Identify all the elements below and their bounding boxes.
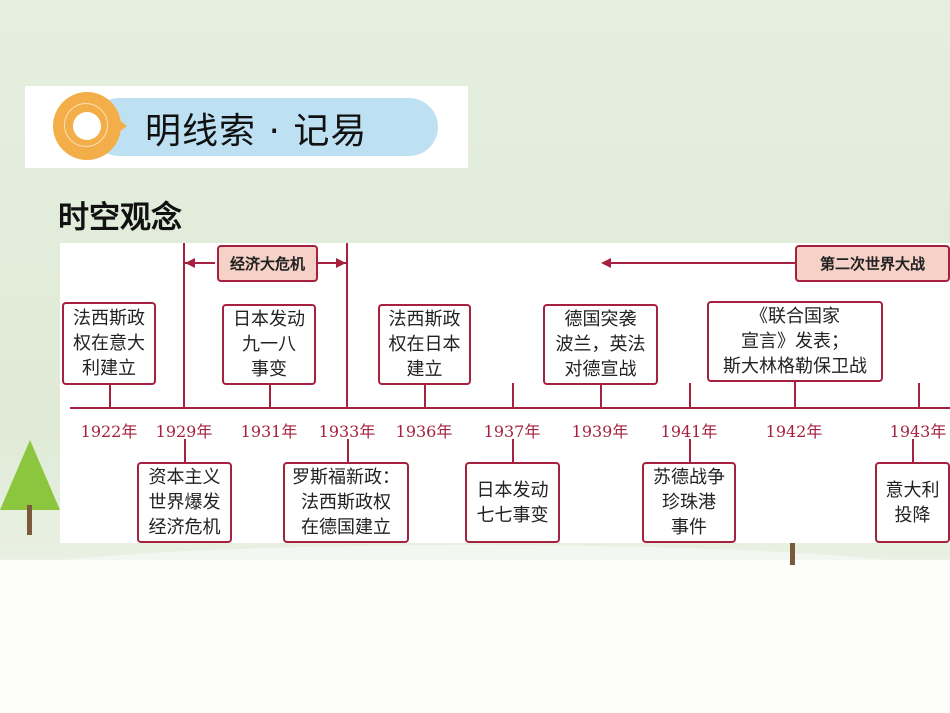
section-title: 时空观念	[58, 200, 182, 236]
period-label-wwii: 第二次世界大战	[795, 245, 950, 282]
period-boundary-line	[183, 243, 185, 409]
timeline: 经济大危机 第二次世界大战 1922年 1929年 1931年 1933年 19…	[60, 243, 950, 543]
arrow-line	[185, 262, 215, 264]
tree-decoration	[0, 440, 60, 510]
connector-tick	[794, 382, 796, 407]
year-label: 1931年	[240, 422, 298, 441]
header-pill	[90, 98, 438, 156]
event-box: 罗斯福新政： 法西斯政权 在德国建立	[283, 462, 409, 543]
target-icon	[53, 92, 127, 160]
event-box: 法西斯政 权在意大 利建立	[62, 302, 156, 385]
year-label: 1929年	[155, 422, 213, 441]
arrow-line	[603, 262, 795, 264]
tree-trunk	[790, 535, 795, 565]
year-label: 1941年	[660, 422, 718, 441]
connector-tick	[918, 383, 920, 407]
arrow-left-icon	[601, 258, 611, 268]
arrow-line	[318, 262, 346, 264]
event-box: 德国突袭 波兰，英法 对德宣战	[543, 304, 658, 385]
year-label: 1936年	[395, 422, 453, 441]
year-label: 1943年	[889, 422, 947, 441]
event-box: 日本发动 七七事变	[465, 462, 560, 543]
year-label: 1933年	[318, 422, 376, 441]
event-box: 意大利 投降	[875, 462, 950, 543]
connector-tick	[689, 439, 691, 462]
timeline-axis	[70, 407, 950, 409]
year-label: 1942年	[765, 422, 823, 441]
event-box: 日本发动 九一八 事变	[222, 304, 316, 385]
year-label: 1937年	[483, 422, 541, 441]
connector-tick	[424, 385, 426, 407]
event-box: 资本主义 世界爆发 经济危机	[137, 462, 232, 543]
connector-tick	[600, 385, 602, 407]
year-label: 1939年	[571, 422, 629, 441]
connector-tick	[269, 385, 271, 407]
event-box: 《联合国家 宣言》发表； 斯大林格勒保卫战	[707, 301, 883, 382]
connector-tick	[512, 439, 514, 462]
period-label-economic-crisis: 经济大危机	[217, 245, 318, 282]
header-title: 明线索 · 记易	[145, 111, 368, 152]
snow-ground	[0, 560, 950, 713]
year-label: 1922年	[80, 422, 138, 441]
connector-tick	[184, 439, 186, 462]
tree-trunk	[27, 505, 32, 535]
connector-tick	[347, 439, 349, 462]
arrow-right-icon	[336, 258, 346, 268]
section-header: 明线索 · 记易	[25, 86, 468, 168]
event-box: 苏德战争 珍珠港 事件	[642, 462, 736, 543]
connector-tick	[912, 439, 914, 462]
connector-tick	[512, 383, 514, 407]
event-box: 法西斯政 权在日本 建立	[378, 304, 471, 385]
arrow-left-icon	[185, 258, 195, 268]
period-boundary-line	[346, 243, 348, 409]
connector-tick	[689, 383, 691, 407]
connector-tick	[109, 385, 111, 407]
